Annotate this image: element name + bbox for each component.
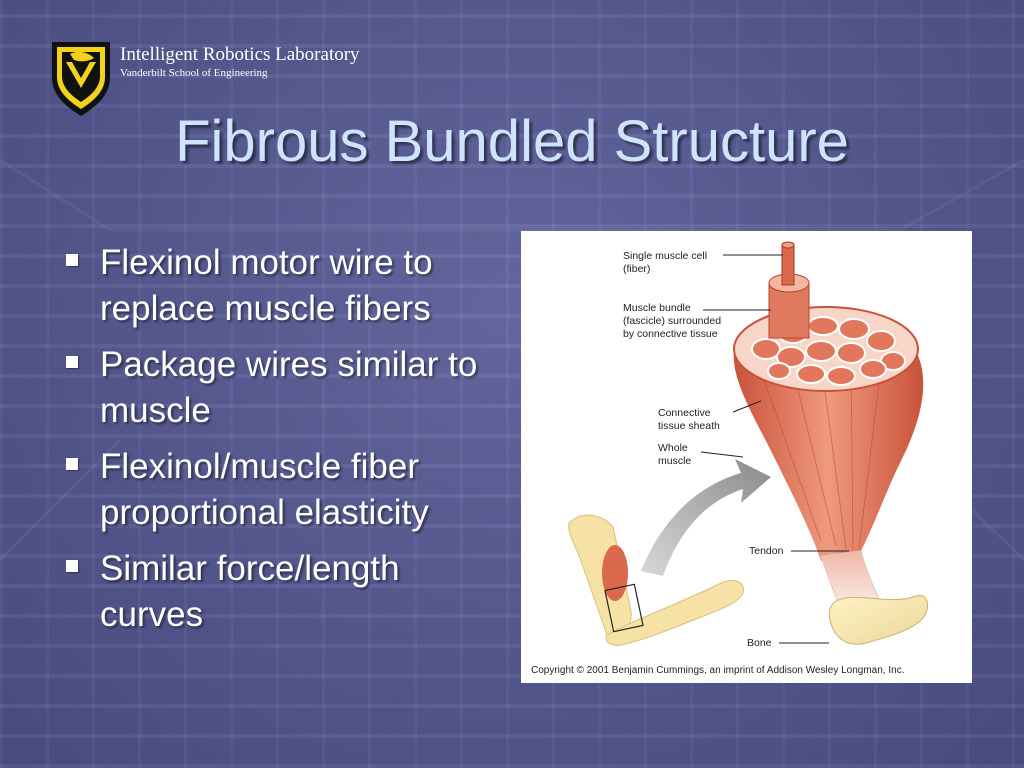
- bullet-list: Flexinol motor wire to replace muscle fi…: [62, 240, 512, 648]
- square-bullet-icon: [66, 458, 78, 470]
- single-muscle-fiber: [781, 244, 795, 286]
- slide-title: Fibrous Bundled Structure: [175, 109, 849, 174]
- muscle-anatomy-figure: Single muscle cell (fiber) Muscle bundle…: [521, 231, 972, 683]
- label-whole: Whole: [658, 442, 688, 454]
- muscle-illustration: Single muscle cell (fiber) Muscle bundle…: [531, 241, 929, 676]
- school-name: Vanderbilt School of Engineering: [120, 67, 268, 79]
- label-connective: Connective: [658, 407, 711, 419]
- label-single-muscle-cell: Single muscle cell: [623, 250, 707, 262]
- figure-copyright: Copyright © 2001 Benjamin Cummings, an i…: [531, 665, 904, 676]
- label-tendon: Tendon: [749, 545, 784, 557]
- bullet-text: Flexinol motor wire to replace muscle fi…: [100, 243, 433, 328]
- bone: [828, 594, 929, 645]
- bullet-item: Similar force/length curves: [62, 546, 512, 638]
- label-fiber: (fiber): [623, 263, 650, 275]
- label-fascicle: (fascicle) surrounded: [623, 315, 721, 327]
- square-bullet-icon: [66, 254, 78, 266]
- label-tissue-sheath: tissue sheath: [658, 420, 720, 432]
- label-muscle-bundle: Muscle bundle: [623, 302, 691, 314]
- bullet-item: Flexinol motor wire to replace muscle fi…: [62, 240, 512, 332]
- bullet-text: Flexinol/muscle fiber proportional elast…: [100, 447, 429, 532]
- bullet-text: Similar force/length curves: [100, 549, 400, 634]
- label-bone: Bone: [747, 637, 772, 649]
- bullet-item: Package wires similar to muscle: [62, 342, 512, 434]
- detail-box: [604, 583, 644, 633]
- square-bullet-icon: [66, 356, 78, 368]
- zoom-arrow: [641, 459, 771, 576]
- bullet-item: Flexinol/muscle fiber proportional elast…: [62, 444, 512, 536]
- label-connective-tissue: by connective tissue: [623, 328, 718, 340]
- forearm: [605, 580, 745, 646]
- square-bullet-icon: [66, 560, 78, 572]
- bullet-text: Package wires similar to muscle: [100, 345, 478, 430]
- label-muscle: muscle: [658, 455, 691, 467]
- lab-name: Intelligent Robotics Laboratory: [120, 44, 360, 65]
- vanderbilt-shield-icon: [52, 42, 110, 116]
